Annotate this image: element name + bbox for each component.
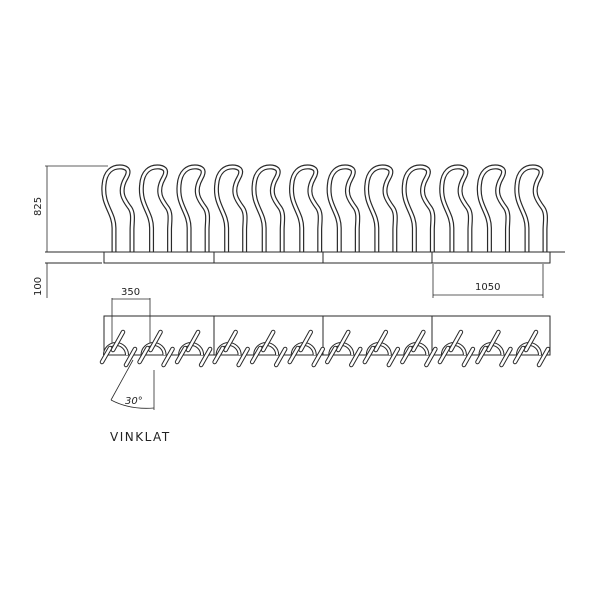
hoop-elevation xyxy=(251,164,286,252)
dimension-1050 xyxy=(432,264,544,298)
hoop-elevation xyxy=(289,164,323,252)
base-lines xyxy=(45,251,565,264)
hoop-elevation xyxy=(213,164,248,252)
dimension-350-label: 350 xyxy=(121,287,140,298)
hoop-plan xyxy=(400,329,438,368)
plan-hoops xyxy=(99,329,551,368)
hoop-plan xyxy=(99,329,138,368)
dimension-100-label: 100 xyxy=(33,277,44,296)
hoop-plan xyxy=(287,329,325,368)
hoop-plan xyxy=(137,329,175,368)
hoop-elevation xyxy=(439,164,473,252)
hoop-plan xyxy=(249,329,288,368)
elevation-view xyxy=(101,164,548,252)
hoop-plan xyxy=(362,329,401,368)
angle-30-label: 30° xyxy=(125,396,143,407)
angle-30 xyxy=(110,359,155,410)
hoop-elevation xyxy=(176,164,211,252)
dimension-1050-label: 1050 xyxy=(475,282,500,293)
dimension-350 xyxy=(111,298,151,343)
hoop-elevation xyxy=(326,164,361,252)
hoop-plan xyxy=(475,329,513,368)
hoop-elevation xyxy=(401,164,436,252)
hoop-plan xyxy=(325,329,363,368)
plan-view xyxy=(103,315,551,356)
hoop-plan xyxy=(212,329,250,368)
hoop-plan xyxy=(512,329,551,368)
hoop-elevation xyxy=(101,164,135,252)
dimension-825-label: 825 xyxy=(33,197,44,216)
hoop-plan xyxy=(174,329,213,368)
hoop-plan xyxy=(437,329,476,368)
dimension-825 xyxy=(45,165,108,252)
hoop-elevation xyxy=(364,164,398,252)
hoop-elevation xyxy=(138,164,173,252)
caption-vinklat: VINKLAT xyxy=(110,430,171,444)
hoop-elevation xyxy=(476,164,511,252)
hoop-elevation xyxy=(514,164,548,252)
